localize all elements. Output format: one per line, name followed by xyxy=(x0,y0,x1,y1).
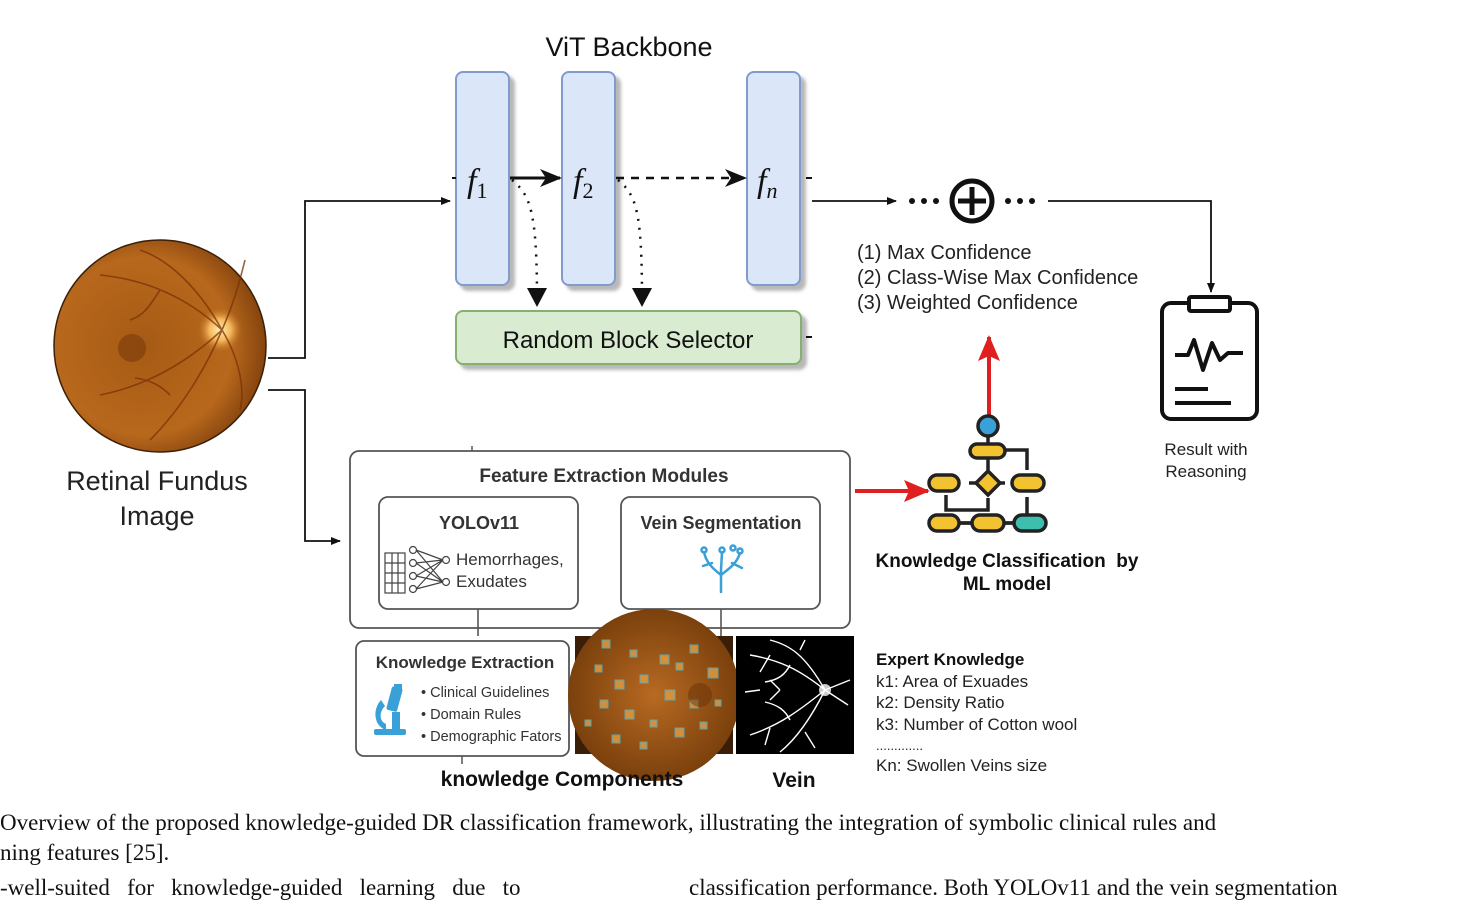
body-text-right: classification performance. Both YOLOv11… xyxy=(689,875,1338,900)
result-label-line2: Reasoning xyxy=(1165,462,1246,481)
result-label-line1: Result with xyxy=(1164,440,1247,459)
body-text-left: -well-suited for knowledge-guided learni… xyxy=(0,875,521,900)
yolo-items-line1: Hemorrhages, xyxy=(456,550,564,569)
neural-network-icon xyxy=(384,545,451,594)
dotted-arrow-f1-selector xyxy=(511,179,539,301)
knowledge-components-label: knowledge Components xyxy=(441,768,684,791)
caption-line-2: ning features [25]. xyxy=(0,840,170,865)
fundus-label-line1: Retinal Fundus xyxy=(66,466,248,496)
arrow-fundus-vit xyxy=(268,197,451,359)
arrow-fundus-features xyxy=(268,389,341,545)
expert-item-n: Kn: Swollen Veins size xyxy=(876,756,1047,775)
random-block-selector-label: Random Block Selector xyxy=(503,327,754,354)
vit-backbone-title: ViT Backbone xyxy=(545,32,712,62)
knowledge-item-1: • Clinical Guidelines xyxy=(421,685,549,701)
ensemble-method-1: (1) Max Confidence xyxy=(857,242,1032,264)
ensemble-method-2: (2) Class-Wise Max Confidence xyxy=(857,267,1138,289)
dotted-arrow-f2-selector xyxy=(617,179,644,301)
caption-line-1: Overview of the proposed knowledge-guide… xyxy=(0,810,1217,835)
ensemble-method-3: (3) Weighted Confidence xyxy=(857,292,1078,314)
expert-item-ellipsis: ............. xyxy=(876,738,923,753)
vit-block-n xyxy=(746,71,801,286)
expert-knowledge-title: Expert Knowledge xyxy=(876,650,1024,669)
feature-extraction-title: Feature Extraction Modules xyxy=(479,466,728,487)
yolo-title: YOLOv11 xyxy=(439,513,519,533)
vit-block-2 xyxy=(561,71,616,286)
vein-label: Vein xyxy=(772,769,815,792)
fundus-image xyxy=(53,239,267,453)
microscope-icon xyxy=(374,684,406,735)
lesion-detection-image xyxy=(568,609,740,781)
flowchart-icon xyxy=(927,414,1048,533)
vein-segmentation-title: Vein Segmentation xyxy=(640,513,801,533)
classification-label-line2: ML model xyxy=(963,574,1051,595)
vein-tree-icon xyxy=(700,544,744,594)
vein-segmentation-image xyxy=(736,636,854,754)
arrow-ensemble-result xyxy=(1048,200,1215,293)
knowledge-item-2: • Domain Rules xyxy=(421,707,521,723)
yolo-items-line2: Exudates xyxy=(456,572,527,591)
classification-label-line1: Knowledge Classification by xyxy=(876,551,1139,572)
knowledge-item-3: • Demographic Fators xyxy=(421,729,561,745)
fundus-label-line2: Image xyxy=(119,501,194,531)
expert-item-3: k3: Number of Cotton wool xyxy=(876,715,1077,734)
expert-item-1: k1: Area of Exuades xyxy=(876,672,1028,691)
random-block-selector xyxy=(455,310,802,365)
expert-item-2: k2: Density Ratio xyxy=(876,693,1005,712)
framework-figure: ViT Backbone f1 f2 fn Random Block Selec… xyxy=(53,32,1259,792)
clipboard-icon xyxy=(1160,295,1259,421)
knowledge-extraction-title: Knowledge Extraction xyxy=(376,653,555,672)
